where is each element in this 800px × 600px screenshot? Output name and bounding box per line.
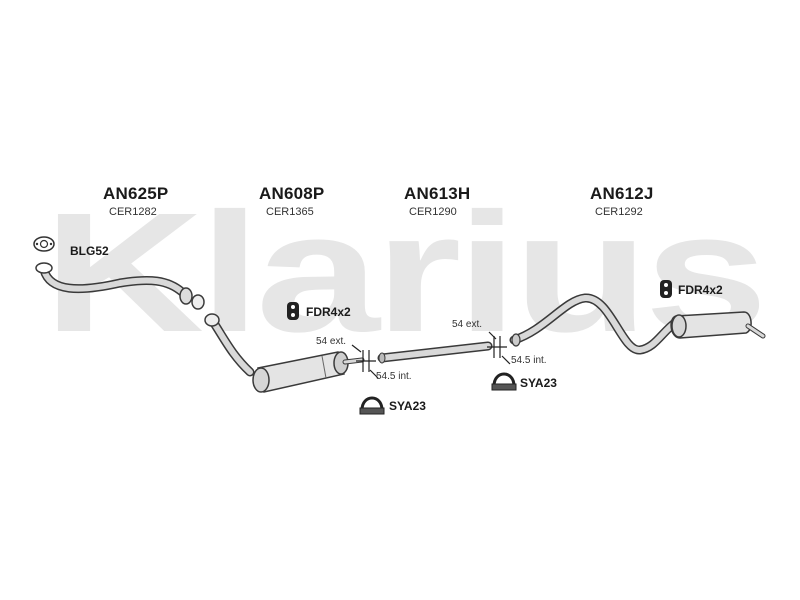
clamp-icon-2 xyxy=(491,372,517,391)
rubber-mount-label-1: FDR4x2 xyxy=(306,305,351,319)
joint2-int-label: 54.5 int. xyxy=(511,355,547,366)
flange-joint-2 xyxy=(204,313,220,327)
gasket-label: BLG52 xyxy=(70,244,109,258)
flange-joint-mating xyxy=(191,294,205,310)
front-silencer xyxy=(252,351,349,393)
rear-silencer xyxy=(670,311,766,339)
flange-joint xyxy=(179,287,193,305)
part-ref-rear-silencer: CER1292 xyxy=(595,206,643,218)
joint2-marker xyxy=(487,331,511,365)
clamp-icon xyxy=(359,396,385,415)
part-ref-front-silencer: CER1365 xyxy=(266,206,314,218)
clamp-label-1: SYA23 xyxy=(389,399,426,413)
rubber-mount-label-2: FDR4x2 xyxy=(678,283,723,297)
joint2-ext-label: 54 ext. xyxy=(452,319,483,330)
rubber-mount-icon-2 xyxy=(660,280,672,298)
gasket-icon xyxy=(33,236,55,252)
intermediate-pipe xyxy=(377,341,493,364)
front-flange xyxy=(35,262,53,274)
clamp-label-2: SYA23 xyxy=(520,376,557,390)
part-ref-intermediate-pipe: CER1290 xyxy=(409,206,457,218)
part-code-rear-silencer: AN612J xyxy=(590,184,654,203)
joint1-ext-label: 54 ext. xyxy=(316,336,347,347)
watermark-logo: Klarius xyxy=(43,196,767,346)
part-code-front-silencer: AN608P xyxy=(259,184,325,203)
part-code-front-pipe: AN625P xyxy=(103,184,169,203)
part-ref-front-pipe: CER1282 xyxy=(109,206,157,218)
watermark-text: Klarius xyxy=(43,196,763,346)
joint1-marker xyxy=(351,344,379,379)
rear-pipe xyxy=(509,293,681,355)
rubber-mount-icon xyxy=(287,302,299,320)
part-code-intermediate-pipe: AN613H xyxy=(404,184,471,203)
joint1-int-label: 54.5 int. xyxy=(376,371,412,382)
